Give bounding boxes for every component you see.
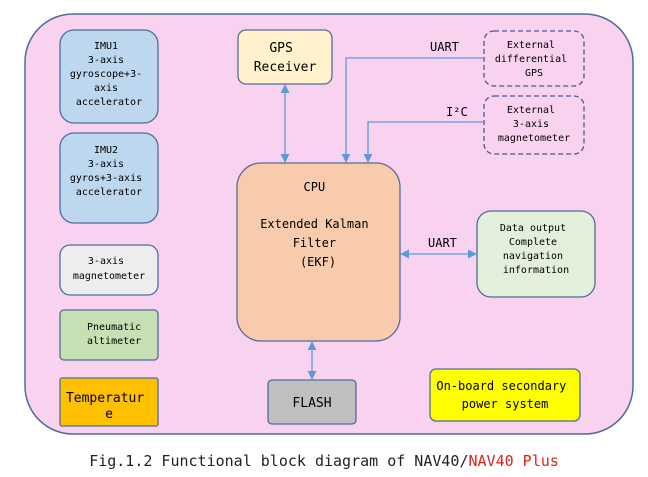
cpu-line-1: CPU <box>304 180 326 194</box>
external-gps-line-3: GPS <box>525 68 543 79</box>
imu2-line-1: IMU2 <box>94 145 118 156</box>
imu2-line-3: gyros+3-axis <box>70 173 142 184</box>
flash-block: FLASH <box>267 379 357 425</box>
data-output-line-3: navigation <box>503 251 563 262</box>
svg-text:Pneumatic altimeter: Pneumatic altimeter <box>87 322 147 347</box>
external-magnetometer-line-1: External <box>507 105 555 116</box>
caption-main: Fig.1.2 Functional block diagram of NAV4… <box>89 452 469 470</box>
cpu-line-2: Extended Kalman <box>260 217 368 231</box>
imu1-line-5: accelerator <box>76 97 142 108</box>
i2c-label: I²C <box>446 105 468 119</box>
caption-highlight: NAV40 Plus <box>468 452 559 470</box>
cpu-line-4: (EKF) <box>300 255 336 269</box>
imu2-block: IMU2 3-axis gyros+3-axis accelerator <box>59 132 159 224</box>
uart-top-label: UART <box>430 40 459 54</box>
external-gps-line-2: differential <box>495 54 567 65</box>
svg-text:3-axis magnetometer: 3-axis magnetometer <box>73 256 145 282</box>
power-system-block: On-board secondary power system <box>429 368 581 422</box>
power-line-1: On-board secondary <box>436 379 566 393</box>
cpu-line-3: Filter <box>293 236 336 250</box>
imu1-line-1: IMU1 <box>94 41 118 52</box>
cpu-block: CPU Extended Kalman Filter (EKF) <box>236 162 401 342</box>
gps-line-2: Receiver <box>254 60 317 75</box>
imu2-line-4: accelerator <box>76 187 142 198</box>
imu1-block: IMU1 3-axis gyroscope+3- axis accelerato… <box>59 29 159 124</box>
imu1-line-3: gyroscope+3- <box>70 69 142 80</box>
altimeter-line-2: altimeter <box>87 336 141 347</box>
temperature-line-2: e <box>105 407 113 422</box>
temperature-line-1: Temperatur <box>66 391 144 406</box>
svg-text:On-board secondary power: On-board secondary power system <box>436 379 573 411</box>
external-gps-line-1: External <box>507 40 555 51</box>
svg-text:Data output Complete: Data output Complete navigation informat… <box>500 223 572 276</box>
power-line-2: power system <box>462 397 549 411</box>
external-magnetometer-i2c-arrow <box>363 121 484 163</box>
altimeter-line-1: Pneumatic <box>87 322 141 333</box>
imu2-line-2: 3-axis <box>88 159 124 170</box>
altimeter-block: Pneumatic altimeter <box>59 309 159 361</box>
svg-text:External 3-axis ma: External 3-axis magnetometer <box>498 105 570 144</box>
block-diagram: IMU1 3-axis gyroscope+3- axis accelerato… <box>24 13 634 435</box>
svg-text:Temperatur e: Temperatur e <box>66 391 152 422</box>
data-output-block: Data output Complete navigation informat… <box>476 210 596 298</box>
external-gps-uart-arrow <box>341 57 484 163</box>
data-output-line-2: Complete <box>509 237 557 248</box>
svg-text:GPS Receiver: GPS Receiver <box>254 41 317 75</box>
imu1-line-4: axis <box>94 83 118 94</box>
svg-text:CPU Extended Kalman: CPU Extended Kalman Filter (EKF) <box>260 180 376 269</box>
uart-right-label: UART <box>428 236 457 250</box>
svg-text:IMU1 3-axis gyrosc: IMU1 3-axis gyroscope+3- axis accelerato… <box>70 41 148 108</box>
imu1-line-2: 3-axis <box>88 55 124 66</box>
data-output-line-4: information <box>503 265 569 276</box>
external-magnetometer-line-3: magnetometer <box>498 133 570 144</box>
svg-text:FLASH: FLASH <box>292 396 331 411</box>
svg-text:IMU2 3-axis gyros+: IMU2 3-axis gyros+3-axis accelerator <box>70 145 148 198</box>
external-magnetometer-block: External 3-axis magnetometer <box>483 95 585 155</box>
figure-caption: Fig.1.2 Functional block diagram of NAV4… <box>0 452 648 470</box>
data-output-line-1: Data output <box>500 223 566 234</box>
magnetometer-block: 3-axis magnetometer <box>59 244 159 296</box>
external-magnetometer-line-2: 3-axis <box>513 119 549 130</box>
gps-line-1: GPS <box>269 41 292 56</box>
magnetometer-line-2: magnetometer <box>73 271 145 282</box>
temperature-block: Temperatur e <box>59 377 159 427</box>
external-gps-block: External differential GPS <box>483 30 585 87</box>
gps-receiver-block: GPS Receiver <box>237 29 333 85</box>
svg-text:External differential: External differential GPS <box>495 40 573 79</box>
magnetometer-line-1: 3-axis <box>88 256 124 267</box>
flash-line-1: FLASH <box>292 396 331 411</box>
